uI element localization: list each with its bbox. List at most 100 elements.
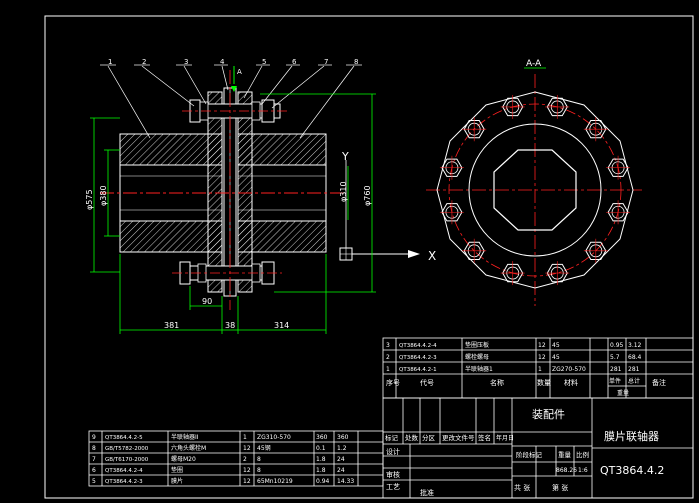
hdr-unit: 单件 <box>609 377 621 385</box>
bolt-head <box>439 200 464 225</box>
balloon-4: 4 <box>220 58 225 66</box>
octagon-bore <box>493 149 577 231</box>
lower-table-cell: 1.8 <box>316 467 326 474</box>
bolt-head <box>500 261 525 286</box>
sheet-border <box>44 15 694 499</box>
rev-col-file: 更改文件号 <box>442 433 475 442</box>
outer-ring <box>436 91 634 289</box>
hdr-code: 代号 <box>420 378 434 387</box>
bolt-head <box>500 94 525 119</box>
lower-table-cell: 0.1 <box>316 445 326 452</box>
lower-table-cell: QT3864.4.2-5 <box>105 435 143 441</box>
view-marker: Y <box>341 150 349 163</box>
upper-table-cell: QT3864.4.2-1 <box>399 367 437 373</box>
title-block-lines <box>382 397 694 499</box>
upper-table-cell: 12 <box>538 342 546 349</box>
rev-col-sign: 签名 <box>478 433 491 442</box>
lower-table-cell: 半联轴器II <box>171 433 199 441</box>
balloon-1: 1 <box>108 58 112 66</box>
tb-design: 设计 <box>386 447 400 456</box>
upper-table-cell: QT3864.4.2-4 <box>399 343 437 349</box>
dim-bolt-offset: 90 <box>202 297 212 306</box>
upper-table-cell: 45 <box>552 342 560 349</box>
upper-table-cell: 2 <box>386 354 390 361</box>
end-view: A-A <box>426 59 642 306</box>
upper-table-cell: 螺栓螺母 <box>465 353 489 361</box>
bolt-head <box>545 94 570 119</box>
lower-table-cell: 24 <box>337 467 345 474</box>
lower-table-cell: GB/T5782-2000 <box>105 446 149 452</box>
upper-table-cell: 5.7 <box>610 354 620 361</box>
bolt-head <box>439 155 464 180</box>
lower-table-cell: 65Mn10219 <box>257 478 293 485</box>
lower-table-cell: 1.8 <box>316 456 326 463</box>
lower-table-cell: 45钢 <box>257 444 271 452</box>
bolt-head <box>583 117 608 142</box>
bolt-head <box>462 117 487 142</box>
tb-weight: 重量 <box>558 451 572 459</box>
lower-table-cell: 360 <box>337 434 349 441</box>
lower-table-cell: 1 <box>243 434 247 441</box>
lower-table-cell: 9 <box>92 434 96 441</box>
rev-col-date: 年月日 <box>496 434 514 442</box>
lower-table-cell: 24 <box>337 456 345 463</box>
bolt-head <box>583 238 608 263</box>
tb-weight-value: 868.26 <box>556 467 577 474</box>
lower-table-cell: 1.2 <box>337 445 347 452</box>
upper-table-cell: 45 <box>552 354 560 361</box>
dimension-texts: φ575 φ380 φ760 φ310 381 38 90 314 <box>85 181 372 330</box>
right-flange <box>237 91 253 293</box>
dim-gap: 38 <box>225 321 235 330</box>
bolt-head <box>545 261 570 286</box>
tb-sheet: 第 张 <box>552 483 568 492</box>
lower-table-cell: 14.33 <box>337 478 354 485</box>
bolt-circle <box>448 103 622 277</box>
hdr-material: 材料 <box>564 378 578 387</box>
upper-table-cell: 1 <box>386 366 390 373</box>
lower-table-cell: 螺母M20 <box>171 455 196 463</box>
lower-table-cell: 8 <box>257 467 261 474</box>
upper-table-cell: 281 <box>610 366 622 373</box>
hdr-weight: 重量 <box>617 389 629 397</box>
balloon-labels: 1 2 3 4 5 6 7 8 <box>100 58 362 66</box>
bolt-head <box>606 155 631 180</box>
section-marker: A <box>237 68 242 76</box>
rev-col-mark: 标记 <box>385 433 399 442</box>
upper-table-cell: QT3864.4.2-3 <box>399 355 437 361</box>
lower-table-cell: 膜片 <box>171 477 183 485</box>
upper-table-cell: ZG270-570 <box>552 366 586 373</box>
dim-hub: φ380 <box>99 185 108 206</box>
section-label: A-A <box>526 59 542 69</box>
upper-table-header: 序号 代号 名称 数量 材料 单件 总计 重量 备注 <box>386 377 666 397</box>
upper-table-cell: 0.95 <box>610 342 624 349</box>
tb-assembly: 装配件 <box>532 408 565 421</box>
tb-drawing-no: QT3864.4.2 <box>600 464 664 477</box>
upper-table-cell: 12 <box>538 354 546 361</box>
left-flange <box>207 91 223 293</box>
view-marker-right: X <box>428 249 436 263</box>
tb-part-name: 膜片联轴器 <box>604 429 659 443</box>
lower-table-cell: QT3864.4.2-3 <box>105 479 143 485</box>
balloon-6: 6 <box>292 58 297 66</box>
lower-table-cell: QT3864.4.2-4 <box>105 468 143 474</box>
lower-table-cell: 12 <box>243 478 251 485</box>
lower-table-cell: 8 <box>257 456 261 463</box>
upper-table-cell: 281 <box>628 366 640 373</box>
dim-left-length: 381 <box>164 321 179 330</box>
tb-scale: 比例 <box>576 450 589 459</box>
lower-table-cell: 6 <box>92 467 96 474</box>
balloon-7: 7 <box>324 58 328 66</box>
bolt-heads <box>439 94 631 286</box>
section-view: A Y X <box>100 66 436 310</box>
tb-sheets: 共 张 <box>514 483 530 492</box>
dim-bore: φ310 <box>339 181 348 202</box>
upper-table-cell: 半联轴器1 <box>465 365 493 373</box>
upper-parts-table <box>382 337 694 399</box>
lower-table-cell: 12 <box>243 445 251 452</box>
lower-table-cell: 六角头螺栓M <box>171 444 206 452</box>
dimension-lines <box>90 93 376 334</box>
rev-col-zone: 分区 <box>422 433 436 442</box>
lower-table-cell: 8 <box>92 445 96 452</box>
